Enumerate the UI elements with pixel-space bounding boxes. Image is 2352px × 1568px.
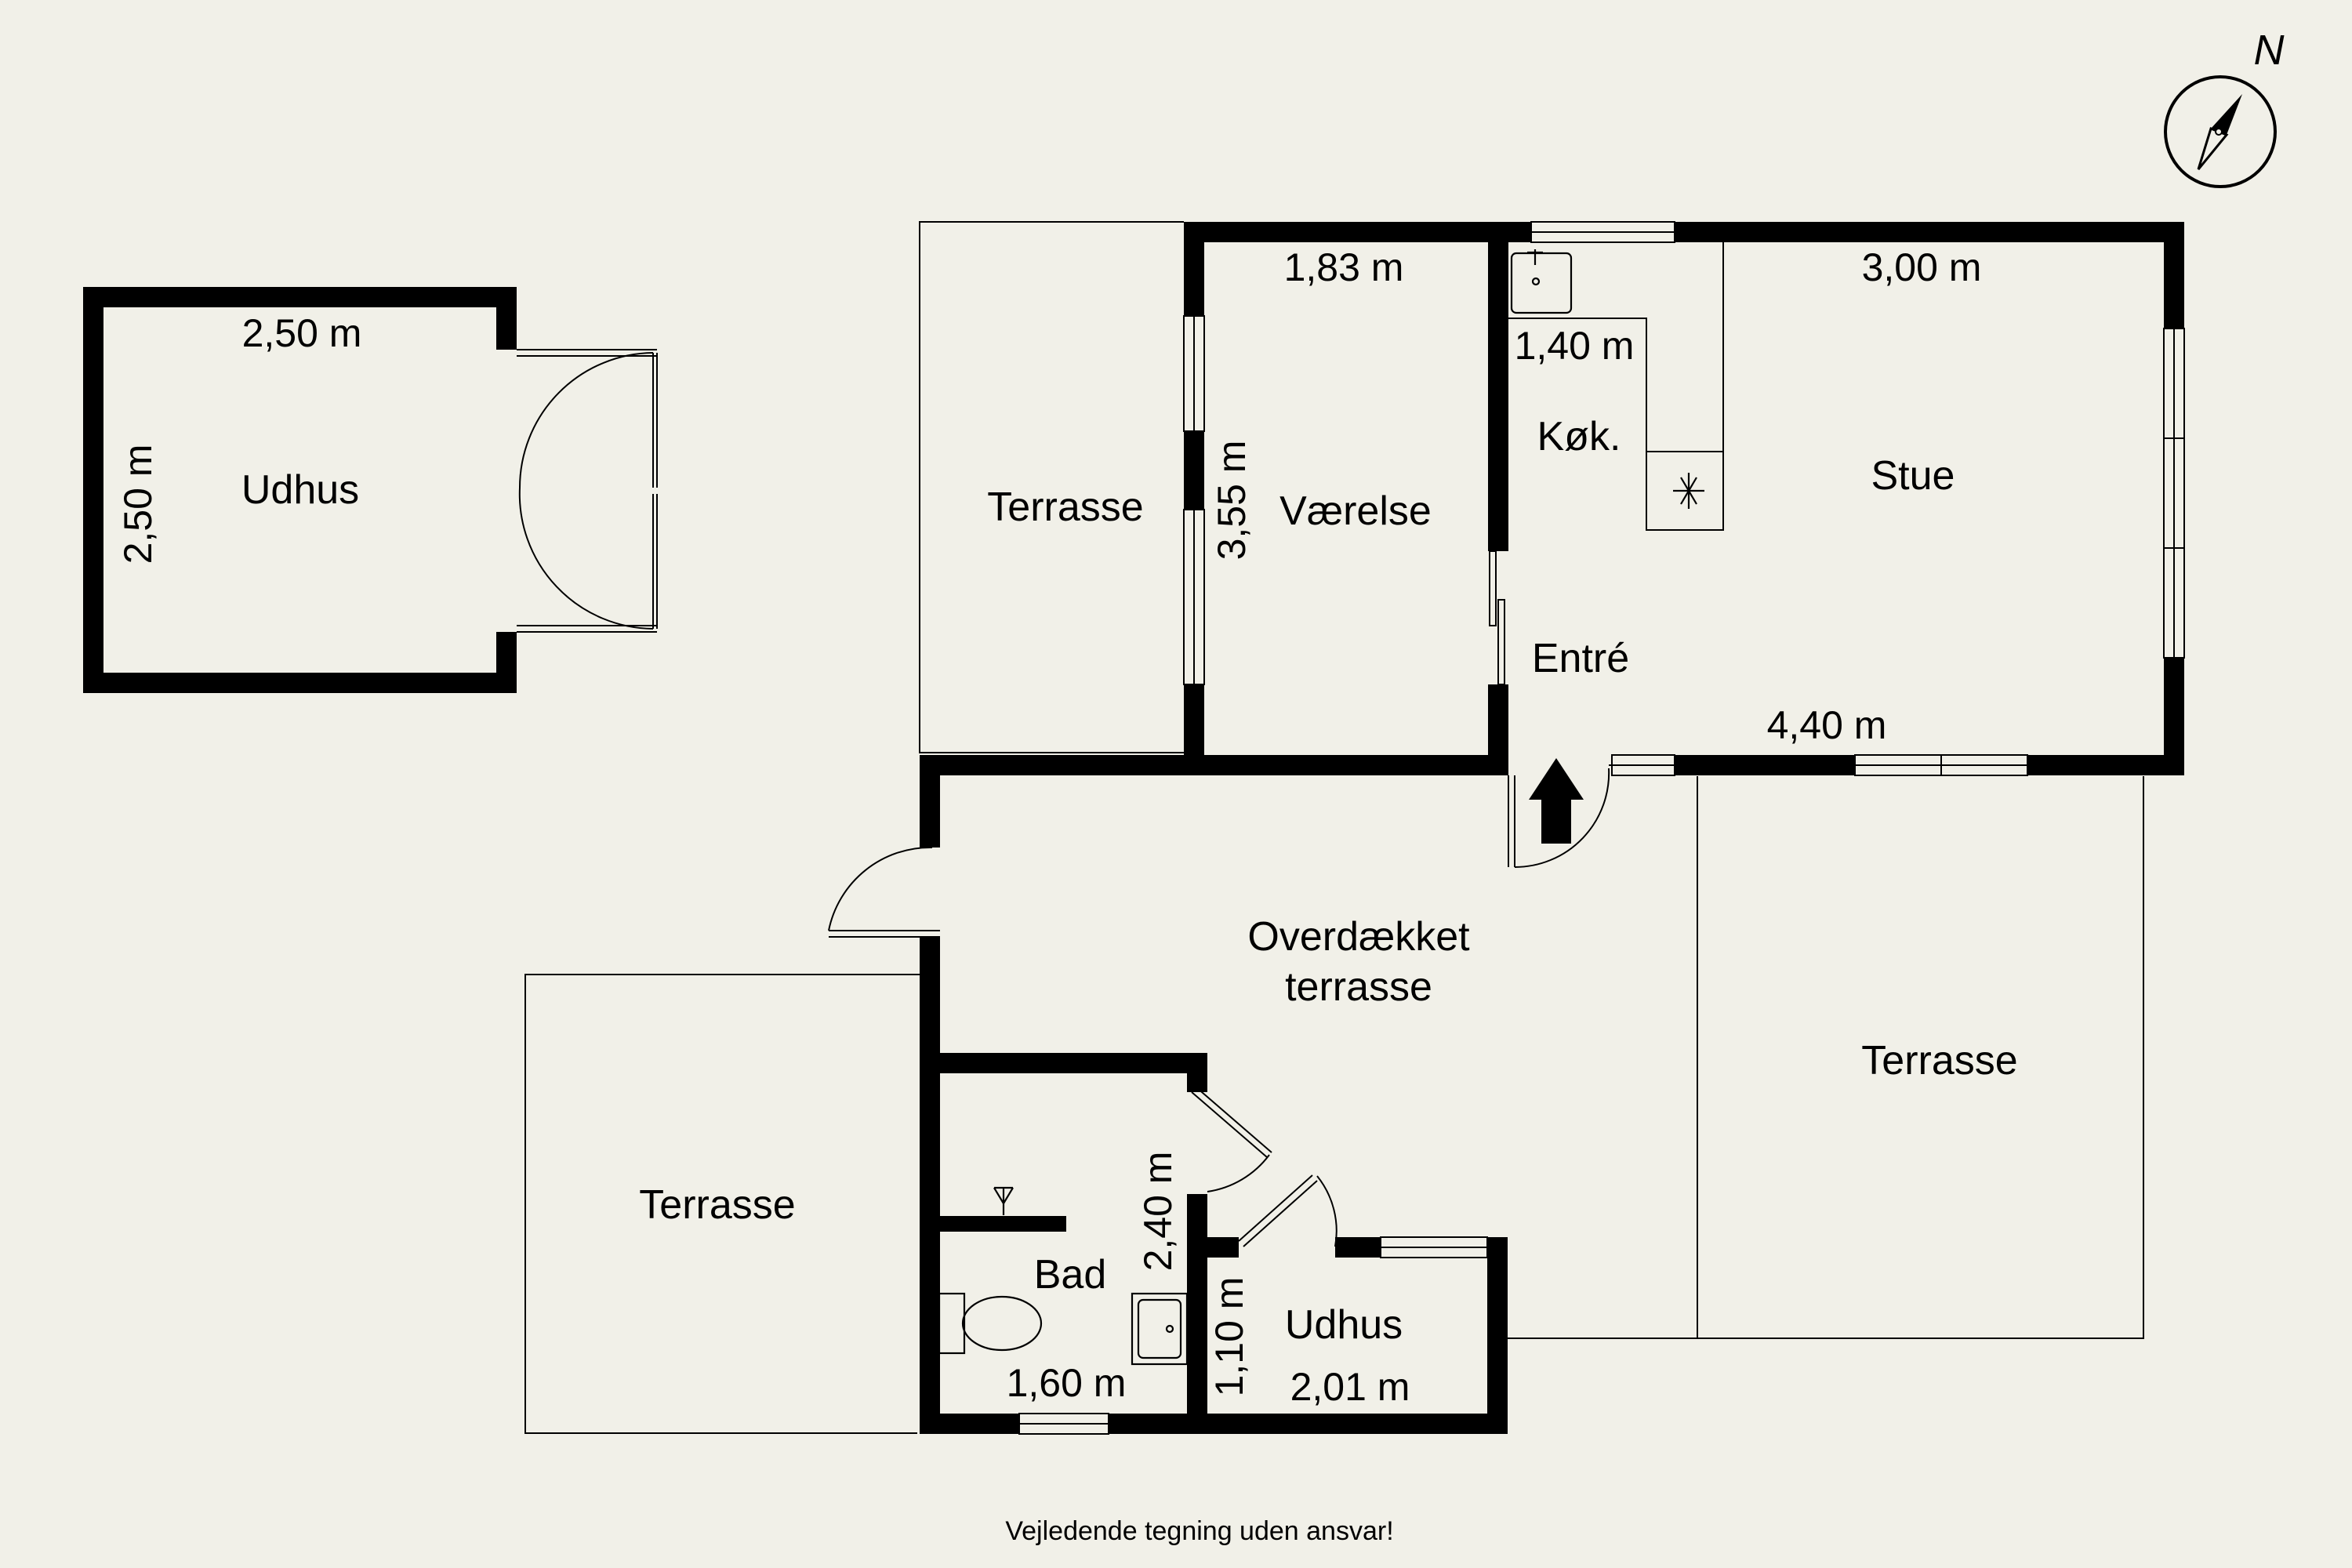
udhus-small-door <box>1238 1174 1338 1247</box>
room-label-kokken: Køk. <box>1537 414 1621 459</box>
dim-entre-stue-width: 4,40 m <box>1767 703 1887 747</box>
entrance-arrow-icon <box>1529 758 1584 844</box>
compass-north-label: N <box>2254 27 2285 74</box>
main-house-windows <box>1183 221 2185 776</box>
room-label-terrasse-southwest: Terrasse <box>639 1182 795 1228</box>
terrace-outlines <box>524 221 2144 1434</box>
room-label-stue: Stue <box>1871 453 1955 499</box>
floor-drain-icon <box>993 1186 1014 1215</box>
room-label-udhus-large: Udhus <box>241 467 359 513</box>
room-label-vaerelse: Værelse <box>1279 488 1432 534</box>
entrance-door <box>1508 764 1612 869</box>
stove-icon <box>1673 473 1704 509</box>
dim-udhus-small-depth: 1,10 m <box>1207 1277 1251 1397</box>
sink-icon <box>1510 249 1573 314</box>
udhus-small-window <box>1380 1236 1488 1258</box>
bad-window <box>1018 1413 1109 1435</box>
room-label-overdaekket-2: terrasse <box>1285 964 1432 1010</box>
udhus-large-double-door <box>517 349 658 633</box>
dim-vaerelse-depth: 3,55 m <box>1210 441 1254 561</box>
covered-terrace-walls <box>920 755 1505 1433</box>
disclaimer-text: Vejledende tegning uden ansvar! <box>1005 1516 1393 1546</box>
vaerelse-sliding-door <box>1489 550 1505 685</box>
bad-walls <box>920 1053 1207 1434</box>
dim-kokken-width: 1,40 m <box>1515 324 1635 368</box>
room-label-bad: Bad <box>1034 1252 1107 1298</box>
covered-terrace-door <box>828 846 940 938</box>
dim-vaerelse-width: 1,83 m <box>1284 245 1404 289</box>
dim-udhus-large-depth: 2,50 m <box>116 445 160 564</box>
room-label-udhus-small: Udhus <box>1285 1302 1403 1348</box>
dim-stue-width: 3,00 m <box>1862 245 1982 289</box>
room-label-entre: Entré <box>1532 636 1629 681</box>
room-label-overdaekket-1: Overdækket <box>1247 914 1470 960</box>
washbasin-icon <box>1131 1292 1189 1366</box>
dim-bad-depth: 2,40 m <box>1136 1152 1180 1272</box>
dim-bad-width: 1,60 m <box>1007 1361 1127 1405</box>
room-label-terrasse-west: Terrasse <box>987 485 1143 530</box>
toilet-icon <box>938 1292 1043 1355</box>
bad-door <box>1191 1087 1272 1192</box>
udhus-large-walls <box>83 287 517 693</box>
kitchen-counter <box>1497 242 1724 531</box>
udhus-small-walls <box>1203 1237 1508 1434</box>
room-label-terrasse-east: Terrasse <box>1861 1038 2017 1083</box>
dim-udhus-small-width: 2,01 m <box>1290 1365 1410 1409</box>
compass-north-icon <box>2164 75 2277 188</box>
dim-udhus-large-width: 2,50 m <box>242 311 362 355</box>
